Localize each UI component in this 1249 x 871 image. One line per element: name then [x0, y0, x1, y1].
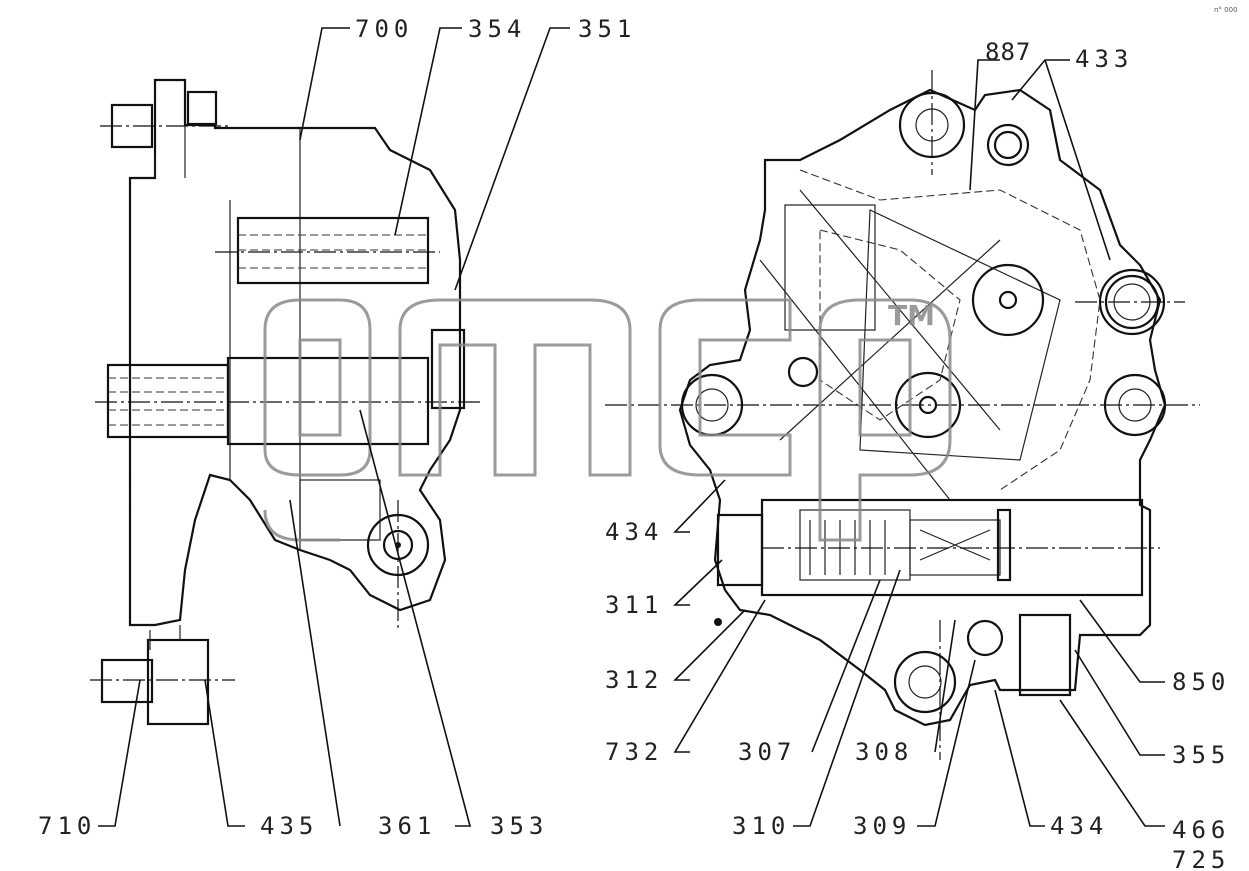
label-466: 466 [1172, 816, 1230, 844]
label-307: 307 [738, 738, 796, 766]
label-435: 435 [260, 812, 318, 840]
label-434-lower: 434 [1050, 812, 1108, 840]
label-710: 710 [38, 812, 96, 840]
label-850: 850 [1172, 668, 1230, 696]
label-887: 887 [985, 38, 1031, 66]
label-725: 725 [1172, 846, 1230, 871]
label-700: 700 [355, 15, 413, 43]
label-732: 732 [605, 738, 663, 766]
label-309: 309 [853, 812, 911, 840]
part-labels: 700 354 351 887 433 434 311 312 732 307 … [38, 15, 1230, 871]
label-310: 310 [732, 812, 790, 840]
label-434-upper: 434 [605, 518, 663, 546]
label-361: 361 [378, 812, 436, 840]
corner-mark: n° 000 [1214, 6, 1238, 14]
watermark-trademark: TM [888, 299, 935, 332]
label-311: 311 [605, 591, 663, 619]
label-354: 354 [468, 15, 526, 43]
left-pump-view [90, 78, 480, 726]
watermark-logo: TM [263, 298, 952, 542]
label-433: 433 [1075, 45, 1133, 73]
label-353: 353 [490, 812, 548, 840]
right-pump-view [605, 70, 1200, 760]
leader-lines [98, 27, 1165, 827]
label-312: 312 [605, 666, 663, 694]
label-351: 351 [578, 15, 636, 43]
label-308: 308 [855, 738, 913, 766]
label-355: 355 [1172, 741, 1230, 769]
